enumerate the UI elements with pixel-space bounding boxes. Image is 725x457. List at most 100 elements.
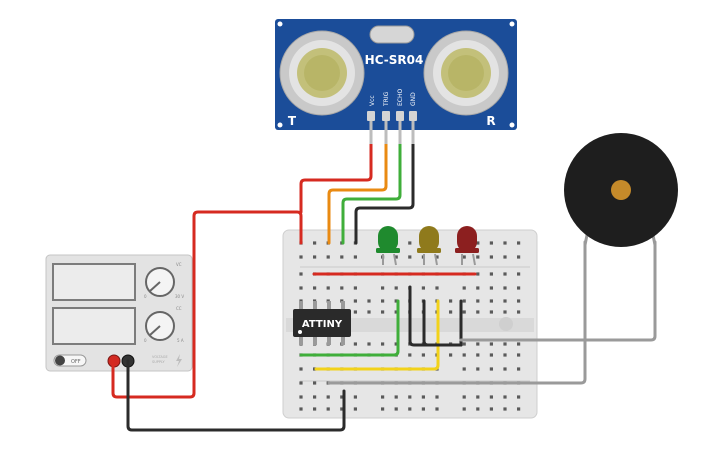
breadboard-hole[interactable] — [326, 407, 330, 411]
breadboard-hole[interactable] — [462, 299, 466, 303]
breadboard-hole[interactable] — [299, 407, 303, 411]
breadboard-hole[interactable] — [503, 395, 507, 399]
breadboard-hole[interactable] — [489, 241, 493, 245]
breadboard-hole[interactable] — [394, 342, 398, 346]
breadboard-hole[interactable] — [476, 342, 480, 346]
breadboard-hole[interactable] — [299, 367, 303, 371]
breadboard-hole[interactable] — [489, 310, 493, 314]
black-wire-gnd[interactable] — [354, 140, 415, 245]
green-wire-led[interactable] — [299, 299, 400, 357]
breadboard-hole[interactable] — [299, 395, 303, 399]
breadboard-hole[interactable] — [462, 310, 466, 314]
breadboard-hole[interactable] — [476, 310, 480, 314]
breadboard-hole[interactable] — [408, 407, 412, 411]
breadboard-hole[interactable] — [353, 255, 357, 259]
breadboard-hole[interactable] — [340, 286, 344, 290]
breadboard-hole[interactable] — [353, 310, 357, 314]
breadboard-hole[interactable] — [435, 407, 439, 411]
breadboard-hole[interactable] — [435, 286, 439, 290]
breadboard-hole[interactable] — [326, 286, 330, 290]
breadboard-hole[interactable] — [517, 299, 521, 303]
breadboard-hole[interactable] — [353, 395, 357, 399]
breadboard-hole[interactable] — [381, 342, 385, 346]
breadboard-hole[interactable] — [381, 310, 385, 314]
breadboard-hole[interactable] — [353, 407, 357, 411]
breadboard-hole[interactable] — [489, 299, 493, 303]
breadboard-hole[interactable] — [299, 255, 303, 259]
breadboard-hole[interactable] — [517, 310, 521, 314]
breadboard-hole[interactable] — [408, 353, 412, 357]
breadboard-hole[interactable] — [503, 367, 507, 371]
breadboard-hole[interactable] — [517, 353, 521, 357]
green-wire-echo[interactable] — [341, 140, 402, 245]
breadboard-hole[interactable] — [462, 353, 466, 357]
breadboard-hole[interactable] — [489, 272, 493, 276]
black-wire-supply[interactable] — [126, 359, 346, 432]
breadboard-hole[interactable] — [299, 286, 303, 290]
breadboard-hole[interactable] — [503, 272, 507, 276]
breadboard-hole[interactable] — [340, 395, 344, 399]
black-wire-led-ground[interactable] — [422, 299, 463, 347]
led-green[interactable] — [376, 226, 400, 266]
breadboard-hole[interactable] — [517, 286, 521, 290]
breadboard-hole[interactable] — [489, 286, 493, 290]
breadboard-hole[interactable] — [462, 395, 466, 399]
breadboard-hole[interactable] — [476, 395, 480, 399]
black-wire-led-ground[interactable] — [408, 285, 463, 347]
breadboard-hole[interactable] — [367, 299, 371, 303]
breadboard-hole[interactable] — [313, 255, 317, 259]
breadboard-hole[interactable] — [476, 255, 480, 259]
breadboard-hole[interactable] — [462, 367, 466, 371]
breadboard-hole[interactable] — [489, 342, 493, 346]
breadboard-hole[interactable] — [503, 310, 507, 314]
breadboard-hole[interactable] — [517, 241, 521, 245]
breadboard-hole[interactable] — [489, 255, 493, 259]
breadboard-hole[interactable] — [326, 395, 330, 399]
breadboard-hole[interactable] — [353, 342, 357, 346]
breadboard-hole[interactable] — [408, 255, 412, 259]
breadboard-hole[interactable] — [517, 272, 521, 276]
breadboard-hole[interactable] — [381, 299, 385, 303]
breadboard-hole[interactable] — [313, 407, 317, 411]
breadboard-hole[interactable] — [503, 286, 507, 290]
header-pin-trig[interactable] — [382, 111, 390, 121]
breadboard-hole[interactable] — [517, 342, 521, 346]
yellow-wire-led[interactable] — [314, 299, 440, 371]
breadboard-hole[interactable] — [476, 286, 480, 290]
header-pin-echo[interactable] — [396, 111, 404, 121]
breadboard-hole[interactable] — [489, 395, 493, 399]
breadboard-hole[interactable] — [340, 255, 344, 259]
breadboard-hole[interactable] — [381, 395, 385, 399]
breadboard-hole[interactable] — [353, 286, 357, 290]
breadboard-hole[interactable] — [367, 310, 371, 314]
breadboard-hole[interactable] — [340, 407, 344, 411]
breadboard-hole[interactable] — [517, 407, 521, 411]
breadboard-hole[interactable] — [299, 272, 303, 276]
breadboard-hole[interactable] — [476, 353, 480, 357]
orange-wire-trig[interactable] — [327, 140, 388, 245]
header-pin-vcc[interactable] — [367, 111, 375, 121]
breadboard-hole[interactable] — [503, 407, 507, 411]
led-yellow[interactable] — [417, 226, 441, 266]
breadboard-hole[interactable] — [462, 407, 466, 411]
breadboard-hole[interactable] — [517, 255, 521, 259]
breadboard-hole[interactable] — [408, 241, 412, 245]
breadboard-hole[interactable] — [503, 353, 507, 357]
gray-wire-buzzer-a[interactable] — [327, 240, 587, 385]
breadboard-hole[interactable] — [408, 395, 412, 399]
piezo-buzzer[interactable] — [564, 133, 678, 247]
breadboard-hole[interactable] — [421, 395, 425, 399]
breadboard-hole[interactable] — [421, 286, 425, 290]
header-pin-gnd[interactable] — [409, 111, 417, 121]
breadboard-hole[interactable] — [381, 286, 385, 290]
breadboard-hole[interactable] — [503, 299, 507, 303]
breadboard-hole[interactable] — [476, 241, 480, 245]
red-wire-vcc[interactable] — [299, 140, 373, 214]
gray-wire-buzzer-b[interactable] — [459, 240, 657, 342]
breadboard-hole[interactable] — [394, 255, 398, 259]
breadboard-hole[interactable] — [517, 367, 521, 371]
red-wire-supply[interactable] — [111, 210, 303, 399]
breadboard-hole[interactable] — [449, 353, 453, 357]
breadboard-hole[interactable] — [313, 286, 317, 290]
breadboard-hole[interactable] — [313, 381, 317, 385]
